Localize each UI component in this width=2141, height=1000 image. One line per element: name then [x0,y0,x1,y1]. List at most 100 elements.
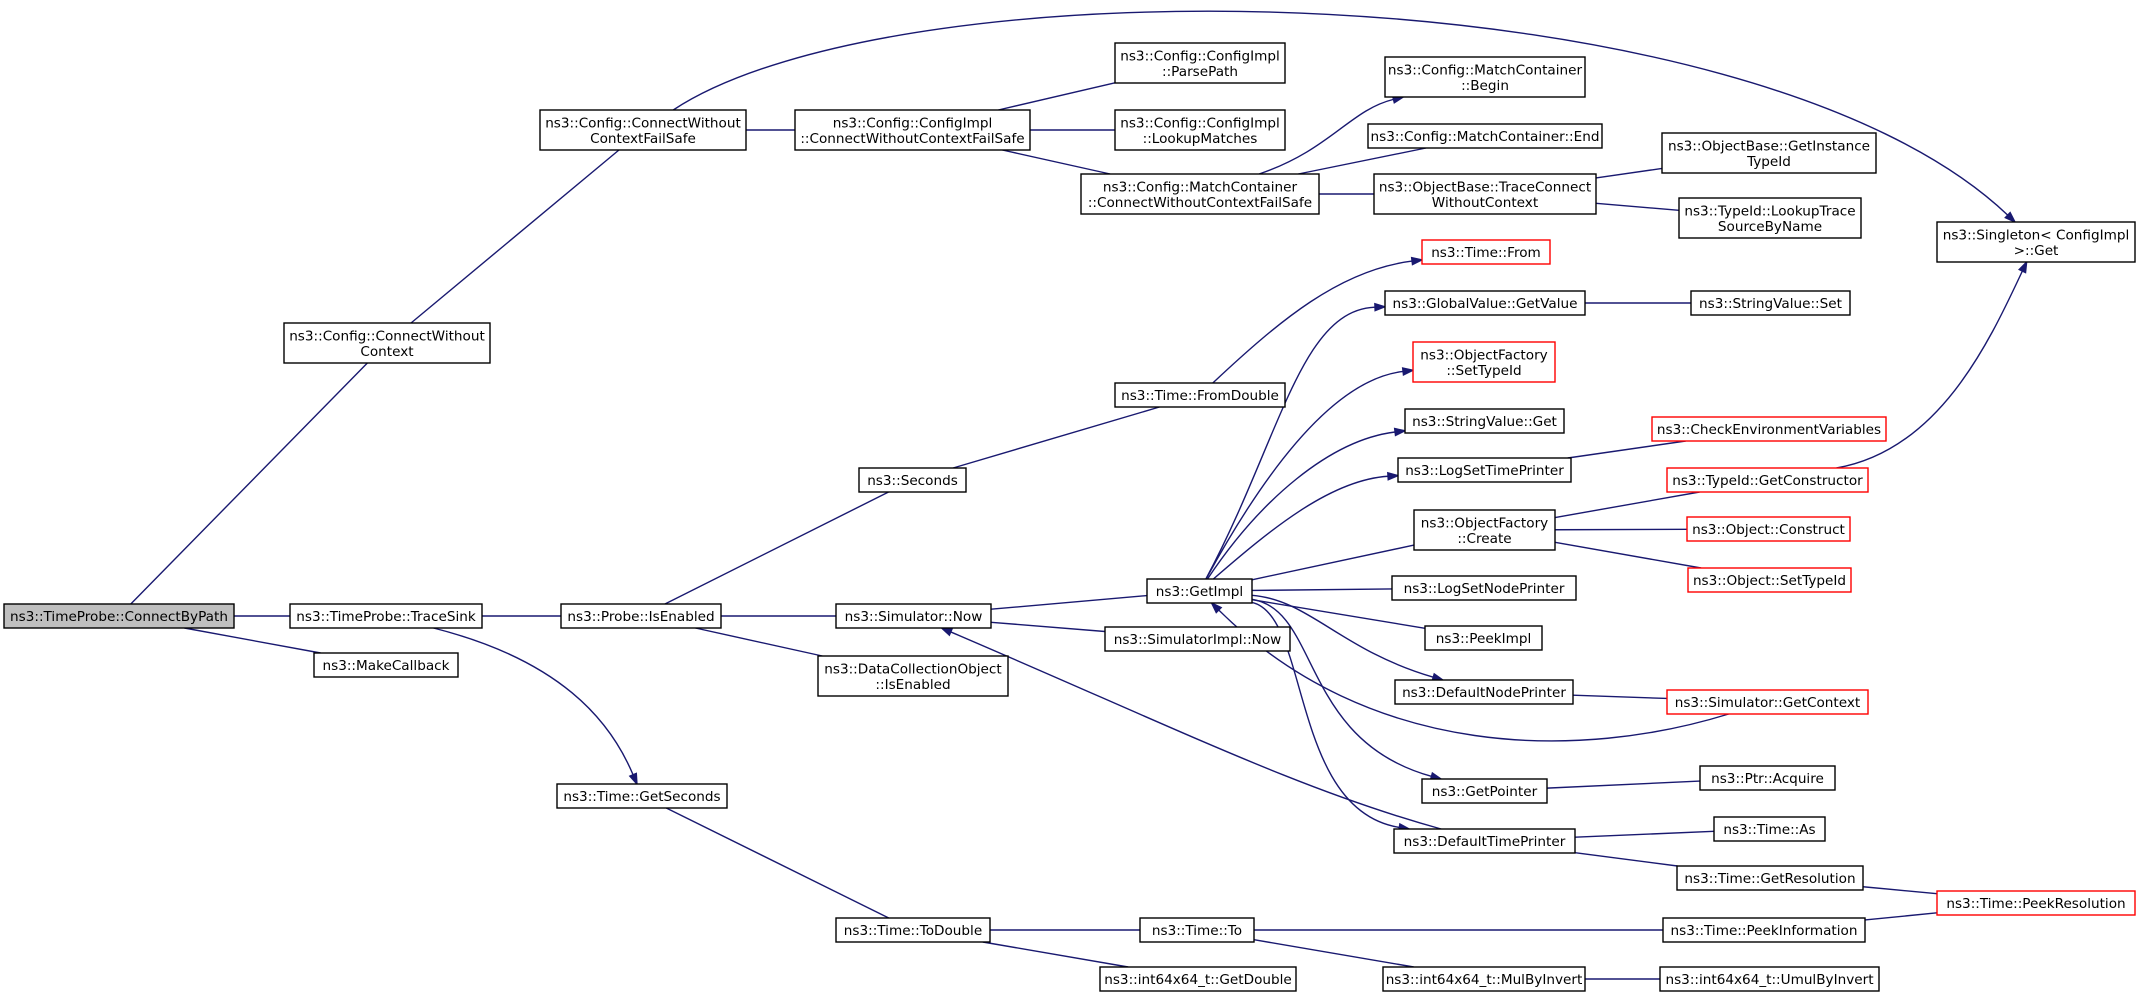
node-matchcontainer-begin[interactable]: ns3::Config::MatchContainer::Begin [1384,56,1586,98]
node-time-getresolution[interactable]: ns3::Time::GetResolution [1676,865,1864,891]
node-simulator-now[interactable]: ns3::Simulator::Now [835,603,992,629]
node-label: ns3::Time::From [1431,245,1541,261]
node-label: ns3::Config::MatchContainer [1388,62,1583,78]
node-stringvalue-set[interactable]: ns3::StringValue::Set [1690,290,1851,316]
node-time-todouble[interactable]: ns3::Time::ToDouble [835,917,991,943]
node-typeid-getconstructor[interactable]: ns3::TypeId::GetConstructor [1666,467,1869,493]
node-box [1146,578,1253,604]
node-object-settypeid[interactable]: ns3::Object::SetTypeId [1687,567,1852,593]
node-box [539,109,747,151]
node-label: ns3::MakeCallback [323,658,450,674]
node-label: ns3::Time::GetResolution [1684,871,1855,887]
call-edge-typeid_getconstructor-to-singleton_get [1836,260,2028,469]
node-label: ns3::GlobalValue::GetValue [1393,296,1578,312]
node-label: ns3::Seconds [867,473,958,489]
call-edge-simulator_getcontext-to-getimpl [1210,601,1729,742]
node-label: ::ConnectWithoutContextFailSafe [1088,195,1312,211]
node-make-callback[interactable]: ns3::MakeCallback [313,652,459,678]
node-matchcontainer-connect-without-context-failsafe[interactable]: ns3::Config::MatchContainer::ConnectWith… [1080,173,1320,215]
node-trace-sink[interactable]: ns3::TimeProbe::TraceSink [289,603,483,629]
node-label: ns3::Ptr::Acquire [1711,771,1824,787]
node-time-to[interactable]: ns3::Time::To [1139,917,1255,943]
node-objectfactory-settypeid[interactable]: ns3::ObjectFactory::SetTypeId [1412,341,1556,383]
node-configimpl-parsepath[interactable]: ns3::Config::ConfigImpl::ParsePath [1114,42,1286,84]
node-box [1699,765,1836,791]
node-simulatorimpl-now[interactable]: ns3::SimulatorImpl::Now [1104,626,1291,652]
node-label: ns3::CheckEnvironmentVariables [1657,422,1881,438]
node-box [835,917,991,943]
node-checkenvironmentvariables[interactable]: ns3::CheckEnvironmentVariables [1651,416,1887,442]
node-label: ns3::TypeId::GetConstructor [1672,473,1863,489]
node-ptr-acquire[interactable]: ns3::Ptr::Acquire [1699,765,1836,791]
node-label: WithoutContext [1432,195,1538,211]
node-label: ns3::Time::PeekInformation [1671,923,1858,939]
node-logsettimeprinter[interactable]: ns3::LogSetTimePrinter [1397,457,1572,483]
node-label: ns3::Object::SetTypeId [1693,573,1846,589]
node-defaulttimeprinter[interactable]: ns3::DefaultTimePrinter [1393,828,1576,854]
node-object-construct[interactable]: ns3::Object::Construct [1686,516,1851,542]
node-label: ns3::Singleton< ConfigImpl [1943,227,2130,243]
call-edge-probe_isenabled-to-seconds [664,491,889,605]
node-getpointer[interactable]: ns3::GetPointer [1421,778,1548,804]
call-edge-objectfactory_create-to-object_settypeid [1554,541,1702,569]
node-simulator-getcontext[interactable]: ns3::Simulator::GetContext [1666,689,1869,715]
call-edge-getpointer-to-ptr_acquire [1546,780,1701,789]
call-edge-getimpl-to-logsettimeprinter [1212,471,1401,580]
node-objectfactory-create[interactable]: ns3::ObjectFactory::Create [1413,509,1556,551]
node-box [817,655,1009,697]
node-getimpl[interactable]: ns3::GetImpl [1146,578,1253,604]
node-label: ContextFailSafe [590,131,696,147]
node-label: ns3::GetPointer [1432,784,1538,800]
call-edge-defaulttimeprinter-to-time_as [1574,830,1715,838]
node-time-peekresolution[interactable]: ns3::Time::PeekResolution [1936,890,2136,916]
node-box [1382,966,1586,992]
node-label: ns3::GetImpl [1156,584,1243,600]
node-singleton-get[interactable]: ns3::Singleton< ConfigImpl >::Get [1936,221,2136,263]
node-config-connect-without-context[interactable]: ns3::Config::ConnectWithoutContext [283,322,491,364]
node-label: ns3::ObjectBase::TraceConnect [1379,179,1591,195]
node-box [1690,290,1851,316]
node-box [289,603,483,629]
node-datacollectionobject-isenabled[interactable]: ns3::DataCollectionObject::IsEnabled [817,655,1009,697]
node-time-peekinformation[interactable]: ns3::Time::PeekInformation [1662,917,1866,943]
call-edge-getimpl-to-objectfactory_settypeid [1205,367,1416,580]
node-configimpl-connect-without-context-failsafe[interactable]: ns3::Config::ConfigImpl::ConnectWithoutC… [794,109,1031,151]
node-stringvalue-get[interactable]: ns3::StringValue::Get [1404,408,1565,434]
node-box [283,322,491,364]
node-defaultnodeprinter[interactable]: ns3::DefaultNodePrinter [1394,679,1574,705]
node-connect-by-path[interactable]: ns3::TimeProbe::ConnectByPath [3,603,235,629]
node-box [1421,778,1548,804]
node-config-connect-without-context-failsafe[interactable]: ns3::Config::ConnectWithoutContextFailSa… [539,109,747,151]
node-label: ns3::Time::To [1152,923,1242,939]
node-label: ns3::SimulatorImpl::Now [1114,632,1282,648]
node-box [858,467,967,493]
node-time-getseconds[interactable]: ns3::Time::GetSeconds [556,783,728,809]
node-label: ns3::Config::ConfigImpl [833,115,993,131]
call-edge-simulator_now-to-simulatorimpl_now [990,621,1106,633]
call-edge-time_fromdouble-to-time_from [1212,256,1425,384]
node-label: ns3::Probe::IsEnabled [567,609,714,625]
node-globalvalue-getvalue[interactable]: ns3::GlobalValue::GetValue [1384,290,1586,316]
node-probe-isenabled[interactable]: ns3::Probe::IsEnabled [560,603,722,629]
node-box [1373,173,1597,215]
node-time-from[interactable]: ns3::Time::From [1421,239,1551,265]
node-label: ns3::Config::MatchContainer::End [1371,129,1600,145]
node-peekimpl[interactable]: ns3::PeekImpl [1424,625,1543,651]
node-objectbase-traceconnect[interactable]: ns3::ObjectBase::TraceConnectWithoutCont… [1373,173,1597,215]
node-time-as[interactable]: ns3::Time::As [1713,816,1826,842]
call-edge-getimpl-to-stringvalue_get [1206,427,1408,580]
node-seconds[interactable]: ns3::Seconds [858,467,967,493]
node-configimpl-lookupmatches[interactable]: ns3::Config::ConfigImpl::LookupMatches [1114,109,1286,151]
node-int64x64-mulbyinvert[interactable]: ns3::int64x64_t::MulByInvert [1382,966,1586,992]
node-matchcontainer-end[interactable]: ns3::Config::MatchContainer::End [1367,123,1603,149]
node-int64x64-getdouble[interactable]: ns3::int64x64_t::GetDouble [1099,966,1297,992]
node-box [1080,173,1320,215]
call-edge-time_getresolution-to-time_peekresolution [1862,886,1938,895]
node-int64x64-umulbyinvert[interactable]: ns3::int64x64_t::UmulByInvert [1659,966,1880,992]
node-box [1936,890,2136,916]
node-time-fromdouble[interactable]: ns3::Time::FromDouble [1114,382,1286,408]
node-label: ns3::Config::MatchContainer [1103,179,1298,195]
node-logsetnodeprinter[interactable]: ns3::LogSetNodePrinter [1391,575,1577,601]
